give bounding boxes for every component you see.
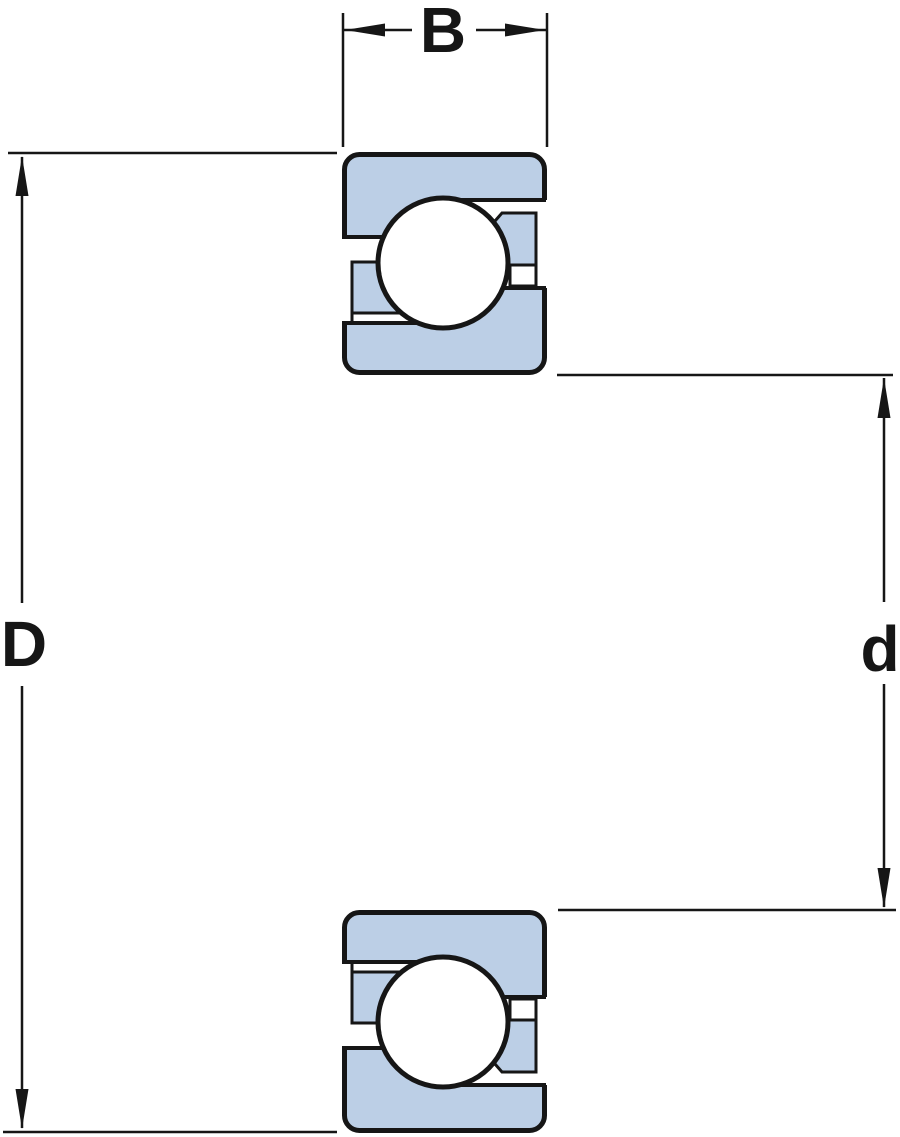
arrowhead-up-icon [15, 156, 29, 196]
dimension-width-B: B [341, 0, 549, 147]
arrowhead-left-icon [345, 23, 385, 37]
dimension-bore-diameter-d: d [557, 373, 900, 912]
arrowhead-right-icon [505, 23, 545, 37]
arrowhead-down-icon [15, 1089, 29, 1129]
bearing-section-top [337, 155, 553, 373]
bearing-section-bottom [337, 913, 553, 1131]
arrowhead-up-icon [877, 378, 891, 418]
dimension-outer-diameter-D: D [1, 151, 337, 1134]
label-outer-diameter: D [1, 608, 47, 680]
label-width: B [420, 0, 466, 66]
arrowhead-down-icon [877, 868, 891, 908]
label-bore-diameter: d [860, 613, 899, 685]
